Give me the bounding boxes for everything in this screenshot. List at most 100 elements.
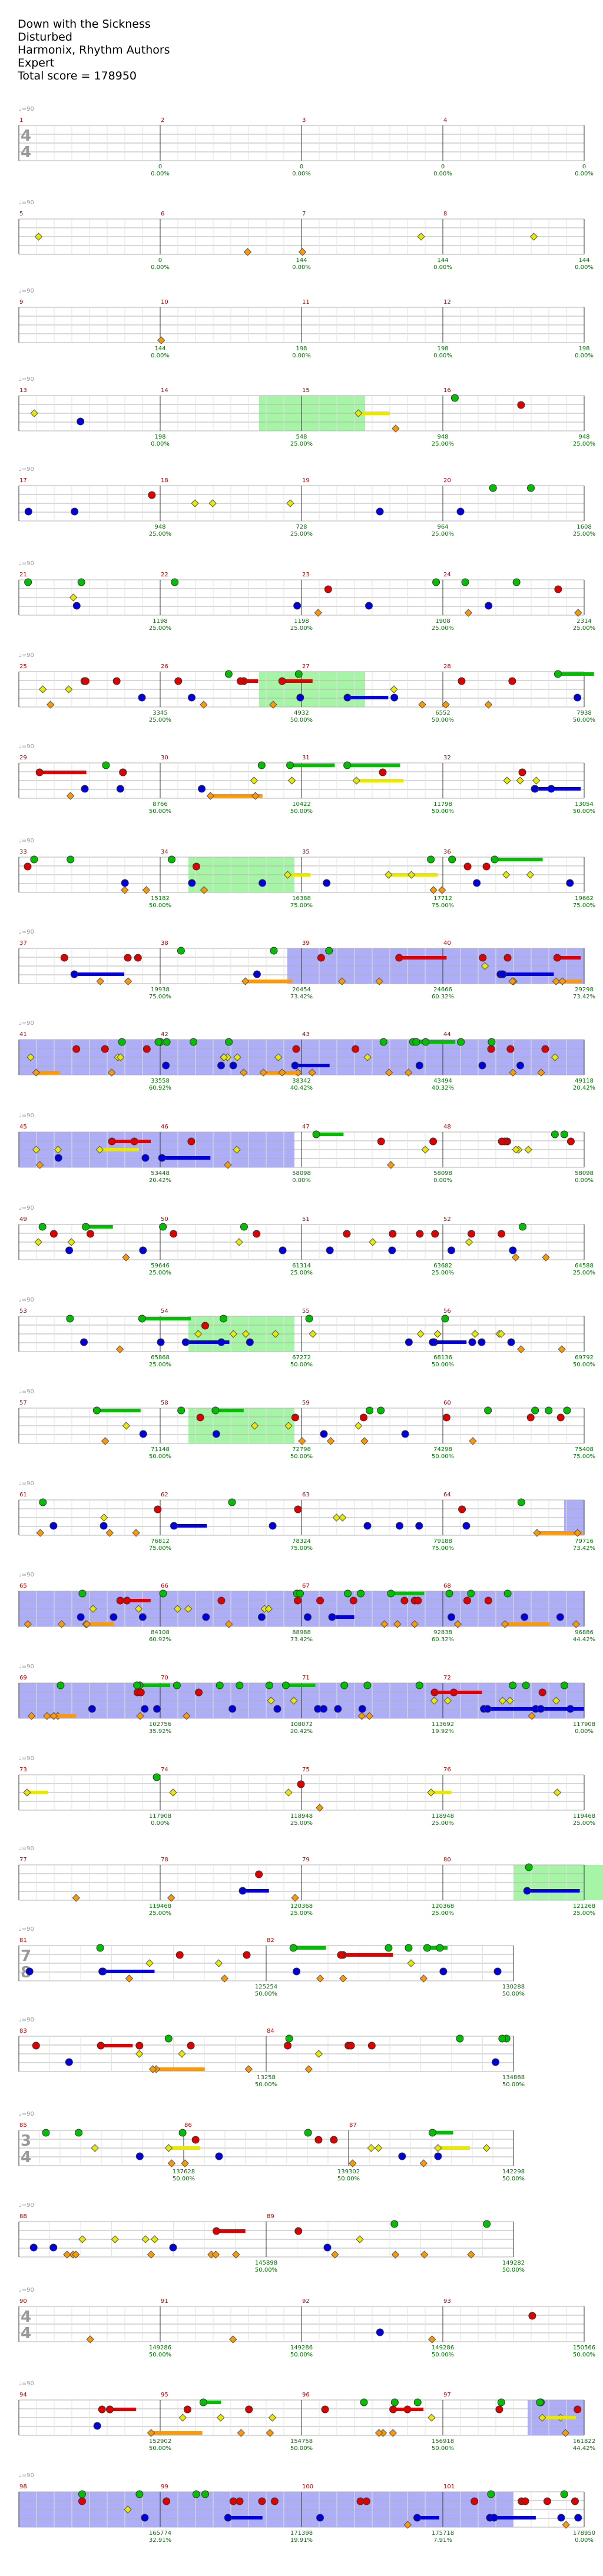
note-gem <box>281 1681 290 1689</box>
measure-number: 21 <box>19 572 27 578</box>
note-gem <box>198 785 206 793</box>
note-gem <box>420 2250 429 2259</box>
sustain-tail <box>527 1889 580 1893</box>
note-gem <box>217 1596 226 1605</box>
sustain-tail <box>286 1684 316 1687</box>
measure-percent: 50.00% <box>502 2267 525 2273</box>
measure-score: 96886 <box>575 1629 594 1636</box>
measure-number: 28 <box>443 663 451 670</box>
sustain-tail <box>293 1946 326 1950</box>
measure-number: 62 <box>161 1492 168 1498</box>
measure-number: 87 <box>349 2122 357 2129</box>
note-gem <box>503 954 512 962</box>
measure-percent: 60.32% <box>432 994 454 1000</box>
sustain-tail <box>431 1791 452 1794</box>
note-gem <box>293 602 302 610</box>
note-gem <box>124 2505 132 2514</box>
measure-percent: 25.00% <box>432 1910 454 1917</box>
note-gem <box>121 879 129 887</box>
measure-score: 24666 <box>433 987 452 993</box>
measure-percent: 20.42% <box>290 1728 313 1735</box>
note-gem <box>269 1522 277 1530</box>
note-gem <box>141 1705 149 1713</box>
note-gem <box>317 954 325 962</box>
measure-number: 41 <box>19 1031 27 1038</box>
measure-number: 14 <box>161 387 168 394</box>
note-gem <box>23 1788 31 1797</box>
measure-number: 3 <box>302 117 306 124</box>
note-gem <box>49 1522 58 1530</box>
tempo-marker: ♩=90 <box>19 652 34 659</box>
measure-number: 30 <box>161 755 168 761</box>
sustain-tail <box>558 672 594 676</box>
note-gem <box>100 1522 108 1530</box>
note-gem <box>447 1613 455 1621</box>
note-gem <box>482 2144 491 2152</box>
measure-number: 76 <box>443 1767 451 1773</box>
measure-score: 120368 <box>432 1903 454 1910</box>
sustain-tail <box>358 411 390 415</box>
note-gem <box>478 1338 486 1346</box>
note-gem <box>293 1967 301 1976</box>
measure-score: 92838 <box>433 1629 452 1636</box>
note-gem <box>516 1061 525 1070</box>
measure-score: 120368 <box>290 1903 313 1910</box>
measure-number: 35 <box>302 849 310 855</box>
note-gem <box>134 1605 143 1613</box>
note-gem <box>78 1589 87 1598</box>
note-gem <box>412 1038 420 1046</box>
note-gem <box>574 2405 582 2414</box>
note-gem <box>77 1613 85 1621</box>
measure-score: 948 <box>578 434 589 440</box>
time-signature-bottom: 4 <box>21 2149 31 2166</box>
note-gem <box>297 1780 305 1788</box>
sustain-tail <box>127 1599 151 1602</box>
measure-number: 47 <box>302 1124 310 1130</box>
note-gem <box>125 1974 134 1983</box>
note-gem <box>380 1620 389 1628</box>
measure-number: 95 <box>161 2392 168 2398</box>
measure-score: 117908 <box>149 1813 171 1820</box>
note-gem <box>395 954 403 962</box>
note-gem <box>292 1045 300 1053</box>
note-gem <box>509 1681 517 1689</box>
note-gem <box>257 761 266 769</box>
measure-percent: 50.00% <box>432 1453 454 1460</box>
measure-score: 0 <box>300 164 303 170</box>
note-gem <box>448 855 456 864</box>
note-gem <box>349 2159 357 2167</box>
sustain-tail <box>505 1622 550 1626</box>
note-gem <box>32 1068 41 1077</box>
measure-score: 175718 <box>432 2530 454 2537</box>
note-gem <box>35 1161 44 1169</box>
note-gem <box>54 1154 62 1162</box>
note-gem <box>560 1130 568 1138</box>
measure-number: 7 <box>302 211 306 217</box>
note-gem <box>153 1705 161 1713</box>
tempo-marker: ♩=90 <box>19 1205 34 1211</box>
note-gem <box>145 1959 154 1967</box>
note-gem <box>202 1613 210 1621</box>
note-gem <box>105 1529 114 1537</box>
tempo-marker: ♩=90 <box>19 560 34 567</box>
note-gem <box>551 1053 559 1061</box>
note-gem <box>233 1053 241 1061</box>
measure-score: 108072 <box>290 1721 313 1728</box>
measure-score: 65868 <box>151 1355 170 1361</box>
note-gem <box>316 2514 324 2522</box>
note-gem <box>390 2220 399 2228</box>
note-gem <box>337 1951 345 1959</box>
measure-score: 198 <box>296 346 307 352</box>
note-gem <box>517 1498 525 1506</box>
note-gem <box>284 2041 292 2050</box>
note-gem <box>434 2152 442 2160</box>
measure-percent: 50.00% <box>573 1362 595 1368</box>
sustain-tail <box>203 2401 221 2404</box>
time-signature-top: 7 <box>21 1947 31 1965</box>
measure-number: 63 <box>302 1492 310 1498</box>
note-gem <box>138 693 146 702</box>
note-gem <box>562 2521 570 2529</box>
measure-score: 11798 <box>433 801 452 808</box>
note-gem <box>241 1330 250 1338</box>
note-gem <box>464 609 473 617</box>
